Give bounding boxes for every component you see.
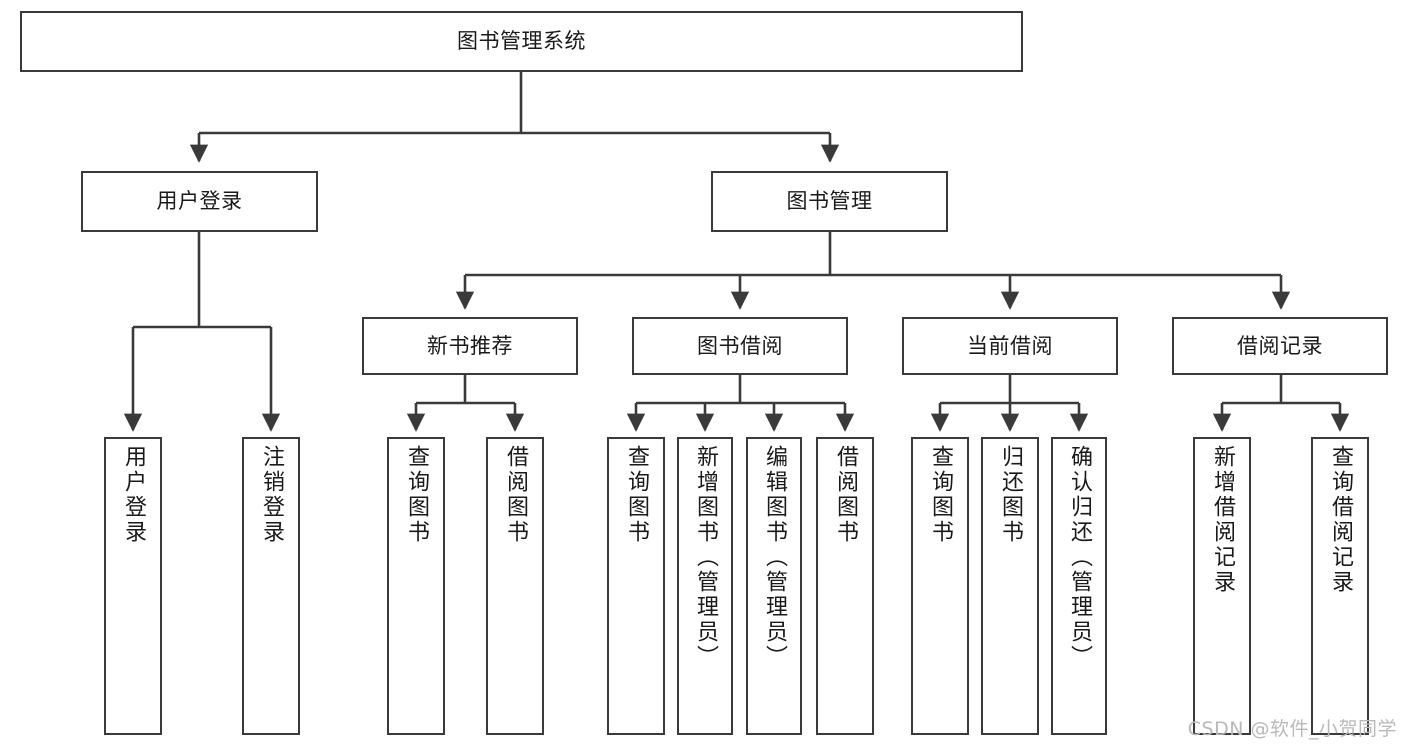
node-user-login[interactable]: 用户登录 (81, 171, 318, 232)
node-label: 查询图书 (928, 445, 953, 545)
node-label: 查询图书 (624, 445, 649, 545)
node-label: 借阅图书 (503, 445, 528, 545)
node-book-borrow[interactable]: 图书借阅 (632, 317, 848, 375)
node-new-book-rec[interactable]: 新书推荐 (362, 317, 578, 375)
csdn-watermark: CSDN @软件_小贺同学 (1187, 718, 1397, 740)
leaf-add-record[interactable]: 新增借阅记录 (1193, 437, 1251, 735)
node-root-system[interactable]: 图书管理系统 (20, 11, 1023, 72)
leaf-add-book[interactable]: 新增图书（管理员） (677, 437, 733, 735)
node-current-borrow[interactable]: 当前借阅 (902, 317, 1118, 375)
leaf-query-book-1[interactable]: 查询图书 (387, 437, 445, 735)
node-label: 用户登录 (121, 445, 146, 545)
leaf-return-book[interactable]: 归还图书 (981, 437, 1039, 735)
node-label: 借阅记录 (1237, 333, 1323, 358)
node-label: 查询图书 (404, 445, 429, 545)
node-label: 注销登录 (259, 445, 284, 545)
node-label: 用户登录 (156, 189, 243, 214)
leaf-logout-login[interactable]: 注销登录 (242, 437, 300, 735)
node-label: 图书管理 (786, 189, 873, 214)
node-label: 新书推荐 (427, 333, 513, 358)
leaf-query-book-2[interactable]: 查询图书 (607, 437, 665, 735)
node-label: 确认归还（管理员） (1067, 445, 1092, 670)
node-label: 新增图书（管理员） (693, 445, 718, 670)
node-label: 查询借阅记录 (1328, 445, 1353, 595)
leaf-borrow-book-1[interactable]: 借阅图书 (486, 437, 544, 735)
node-label: 图书借阅 (697, 333, 783, 358)
node-label: 借阅图书 (833, 445, 858, 545)
node-label: 归还图书 (998, 445, 1023, 545)
node-label: 当前借阅 (967, 333, 1053, 358)
node-book-manage[interactable]: 图书管理 (711, 171, 948, 232)
node-label: 编辑图书（管理员） (762, 445, 787, 670)
leaf-confirm-return[interactable]: 确认归还（管理员） (1051, 437, 1107, 735)
node-label: 图书管理系统 (457, 29, 586, 54)
node-label: 新增借阅记录 (1210, 445, 1235, 595)
leaf-user-login[interactable]: 用户登录 (104, 437, 162, 735)
leaf-edit-book[interactable]: 编辑图书（管理员） (746, 437, 802, 735)
leaf-query-record[interactable]: 查询借阅记录 (1311, 437, 1369, 735)
leaf-query-book-3[interactable]: 查询图书 (911, 437, 969, 735)
node-borrow-record[interactable]: 借阅记录 (1172, 317, 1388, 375)
leaf-borrow-book-2[interactable]: 借阅图书 (816, 437, 874, 735)
